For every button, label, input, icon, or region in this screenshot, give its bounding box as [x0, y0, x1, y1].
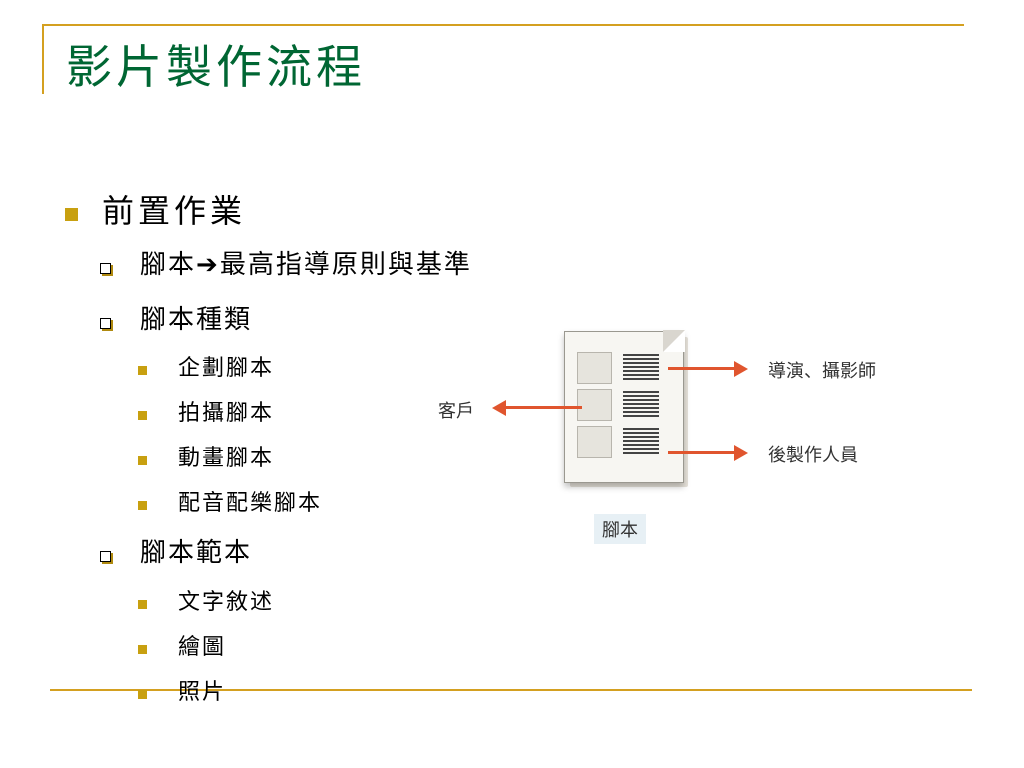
- script-flow-diagram: 導演、攝影師 客戶 後製作人員 腳本: [420, 325, 920, 555]
- square-bullet-icon: [138, 366, 147, 375]
- arrow-to-client: [504, 406, 582, 409]
- square-bullet-icon: [138, 600, 147, 609]
- script-document-icon: [564, 330, 685, 483]
- page-fold-icon: [663, 330, 685, 352]
- bullet-text: 腳本範本: [140, 538, 253, 568]
- arrow-to-director: [668, 367, 736, 370]
- bullet-text: 配音配樂腳本: [178, 491, 323, 516]
- hollow-box-bullet-icon: [100, 318, 111, 329]
- bullet-text: 前置作業: [102, 192, 247, 230]
- arrow-head-right-icon: [734, 361, 748, 377]
- arrow-head-left-icon: [492, 400, 506, 416]
- text-lines: [623, 428, 659, 456]
- label-director: 導演、攝影師: [768, 361, 876, 382]
- slide-title: 影片製作流程: [66, 40, 366, 94]
- bullet-text: 腳本➔最高指導原則與基準: [140, 250, 472, 281]
- square-bullet-icon: [138, 411, 147, 420]
- storyboard-frame: [577, 352, 612, 384]
- arrow-head-right-icon: [734, 445, 748, 461]
- bullet-text: 拍攝腳本: [178, 401, 275, 426]
- square-bullet-icon: [138, 645, 147, 654]
- text-lines: [623, 391, 659, 419]
- bullet-text: 動畫腳本: [178, 446, 275, 471]
- right-arrow-icon: ➔: [196, 250, 220, 280]
- square-bullet-icon: [65, 208, 78, 221]
- arrow-to-post: [668, 451, 736, 454]
- square-bullet-icon: [138, 690, 147, 699]
- script-word: 腳本: [140, 250, 197, 280]
- bullet-text: 繪圖: [178, 635, 227, 660]
- slide-frame-bottom-rule: [50, 689, 972, 691]
- principle-text: 最高指導原則與基準: [219, 250, 472, 280]
- slide-frame-top-rule: [42, 24, 964, 26]
- storyboard-frame: [577, 389, 612, 421]
- label-post-production: 後製作人員: [768, 445, 858, 466]
- bullet-text: 照片: [178, 680, 227, 705]
- hollow-box-bullet-icon: [100, 263, 111, 274]
- text-lines: [623, 354, 659, 382]
- document-caption: 腳本: [594, 514, 646, 544]
- bullet-text: 企劃腳本: [178, 356, 275, 381]
- storyboard-frame: [577, 426, 612, 458]
- hollow-box-bullet-icon: [100, 551, 111, 562]
- bullet-text: 腳本種類: [140, 305, 253, 335]
- slide-frame-left-rule: [42, 24, 44, 94]
- label-client: 客戶: [438, 401, 474, 422]
- bullet-text: 文字敘述: [178, 590, 275, 615]
- square-bullet-icon: [138, 456, 147, 465]
- square-bullet-icon: [138, 501, 147, 510]
